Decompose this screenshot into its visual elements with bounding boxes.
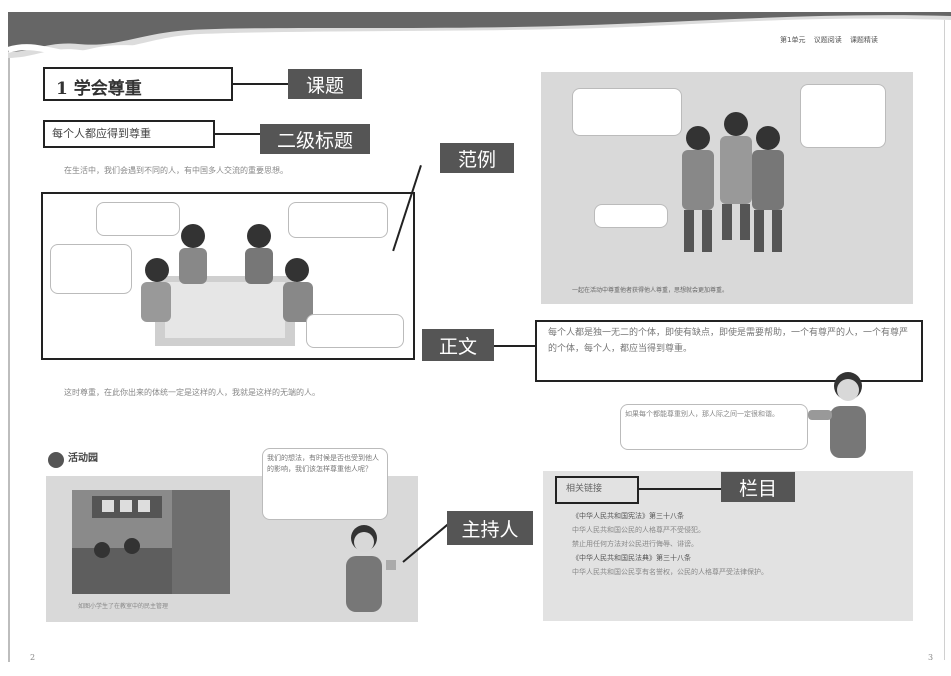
callout-body-text: 正文 <box>422 329 494 361</box>
callout-column: 栏目 <box>721 472 795 502</box>
breadcrumb-item: 议题阅读 <box>813 36 842 44</box>
lesson-title: 1 学会尊重 <box>56 79 142 99</box>
host-figure-right <box>808 372 866 458</box>
subheading: 每个人都应得到尊重 <box>52 127 151 140</box>
speech-bubble <box>800 84 886 148</box>
connector-line <box>494 345 535 347</box>
column-title-box <box>555 476 639 504</box>
photo-caption: 如图小学生了在教室中的民主管理 <box>78 603 169 610</box>
host-bubble-left: 我们的想法，有时候是否也受到他人的影响，我们该怎样尊重他人呢？ <box>262 448 388 520</box>
scene-caption: 一起在活动中尊重他者获得他人尊重，思想就会更加尊重。 <box>572 287 729 294</box>
speech-bubble <box>96 202 180 236</box>
column-line: 禁止用任何方法对公民进行侮辱、诽谤。 <box>572 540 698 548</box>
callout-example: 范例 <box>440 143 514 173</box>
body-text: 每个人都是独一无二的个体，即使有缺点，即使是需要帮助，一个有尊严的人，一个有尊严… <box>548 328 909 354</box>
activity-label: 活动园 <box>68 453 98 464</box>
example-box <box>41 192 415 360</box>
connector-line <box>637 488 721 490</box>
body-text-box <box>535 320 923 382</box>
column-title: 相关链接 <box>566 484 603 494</box>
column-line: 中华人民共和国公民的人格尊严不受侵犯。 <box>572 526 705 534</box>
activity-icon <box>48 452 64 468</box>
speech-bubble <box>572 88 682 136</box>
left-page-border <box>8 12 10 662</box>
students-scene-illustration <box>682 112 784 252</box>
breadcrumb-item: 课题精读 <box>849 36 878 44</box>
group-discussion-illustration <box>141 224 313 346</box>
page-number-left: 2 <box>30 653 36 662</box>
speech-bubble <box>288 202 388 238</box>
column-content: 《中华人民共和国宪法》第三十八条 中华人民共和国公民的人格尊严不受侵犯。 禁止用… <box>572 509 902 579</box>
header-breadcrumb: 第1单元 议题阅读 课题精读 <box>780 35 930 45</box>
classroom-photo <box>72 490 230 594</box>
header-banner <box>7 12 951 58</box>
connector-line <box>231 83 288 85</box>
breadcrumb-item: 第1单元 <box>780 36 806 44</box>
column-line: 中华人民共和国公民享有名誉权，公民的人格尊严受法律保护。 <box>572 568 768 576</box>
speech-bubble <box>50 244 132 294</box>
callout-lesson-title: 课题 <box>288 69 362 99</box>
connector-line <box>213 133 261 135</box>
body-text: 这时尊重，在此你出来的体统一定是这样的人，我就是这样的无端的人。 <box>64 388 320 397</box>
speech-bubble <box>594 204 668 228</box>
column-line: 《中华人民共和国民法典》第三十八条 <box>572 554 691 562</box>
speech-bubble <box>306 314 404 348</box>
intro-text: 在生活中，我们会遇到不同的人，有中国多人交流的重要思想。 <box>64 166 288 175</box>
callout-host: 主持人 <box>447 511 533 545</box>
host-figure-left <box>346 525 396 612</box>
callout-second-heading: 二级标题 <box>260 124 370 154</box>
page-number-right: 3 <box>928 653 934 662</box>
column-line: 《中华人民共和国宪法》第三十八条 <box>572 512 684 520</box>
right-page-border <box>944 20 945 660</box>
host-bubble-right: 如果每个都能尊重别人，那人际之间一定很和谐。 <box>620 404 808 450</box>
